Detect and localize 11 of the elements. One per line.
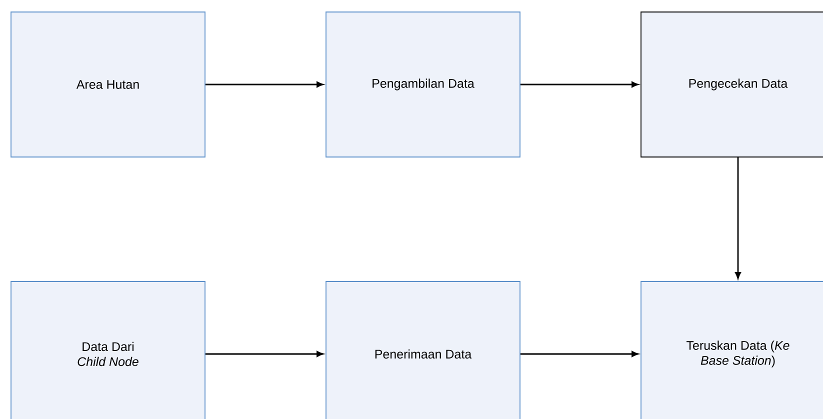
process-box: Data Dari Child Node: [10, 281, 206, 419]
process-box: Area Hutan: [10, 12, 206, 158]
process-box: Pengecekan Data: [640, 12, 823, 158]
arrow: [205, 82, 324, 88]
arrow: [520, 82, 638, 88]
process-box: Penerimaan Data: [326, 281, 520, 419]
arrow: [205, 351, 324, 357]
process-box: Pengambilan Data: [326, 12, 520, 158]
arrow: [735, 157, 741, 279]
process-box: Teruskan Data (Ke Base Station): [640, 281, 823, 419]
arrow: [520, 351, 638, 357]
